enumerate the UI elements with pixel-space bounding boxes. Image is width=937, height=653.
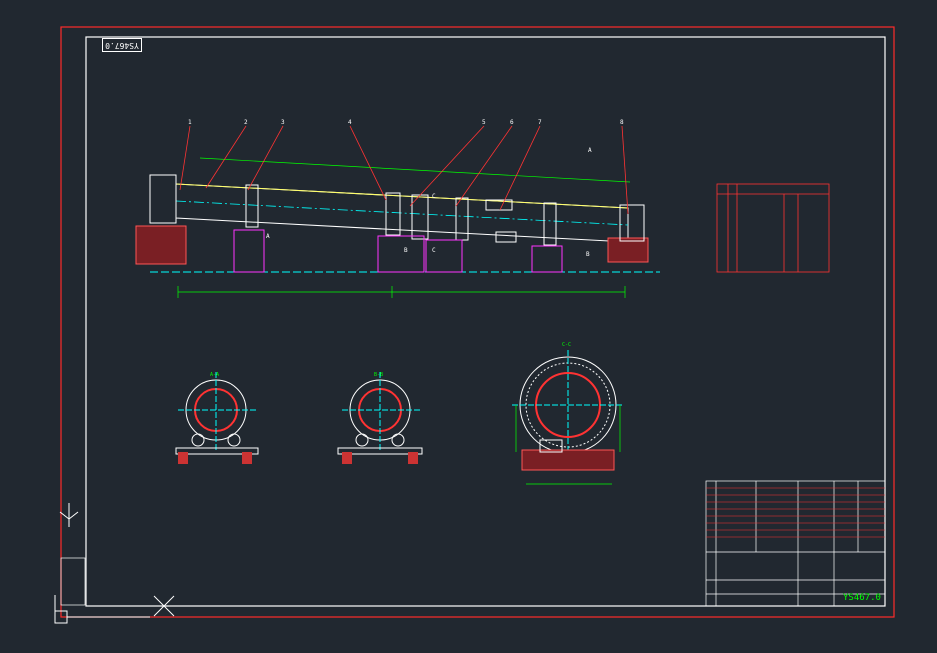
balloon-6: 6 <box>510 119 514 126</box>
rotated-drawing-number: YS467.0 <box>102 38 142 52</box>
balloon-4: 4 <box>348 119 352 126</box>
balloon-2: 2 <box>244 119 248 126</box>
view-marker-a2: A <box>588 147 592 154</box>
drawing-frame <box>85 36 886 607</box>
view-marker-b1: B <box>404 247 408 254</box>
balloon-3: 3 <box>281 119 285 126</box>
view-marker-b2: B <box>586 251 590 258</box>
section-b-b: B-B <box>337 372 423 464</box>
spec-table <box>716 183 830 273</box>
balloon-8: 8 <box>620 119 624 126</box>
rotary-kiln-elevation: 1 2 3 4 5 6 7 8 A A B B C C <box>135 119 660 298</box>
drawing-number: YS467.0 <box>843 593 881 603</box>
label-b-b: B-B <box>374 372 383 378</box>
label-c-c: C-C <box>562 342 571 348</box>
title-block <box>705 480 886 607</box>
crosshair-cursor-icon <box>153 595 175 617</box>
label-a-a: A-A <box>210 372 219 378</box>
section-c-c: C-C <box>512 342 624 485</box>
balloon-7: 7 <box>538 119 542 126</box>
balloon-5: 5 <box>482 119 486 126</box>
view-marker-c2: C <box>432 193 436 200</box>
ucs-axis-icon <box>54 503 150 624</box>
view-marker-c1: C <box>432 247 436 254</box>
section-a-a: A-A <box>175 372 259 464</box>
revision-strip <box>60 557 86 606</box>
sheet-border <box>60 26 895 618</box>
parts-list-rows <box>706 487 885 538</box>
balloon-1: 1 <box>188 119 192 126</box>
view-marker-a1: A <box>266 233 270 240</box>
